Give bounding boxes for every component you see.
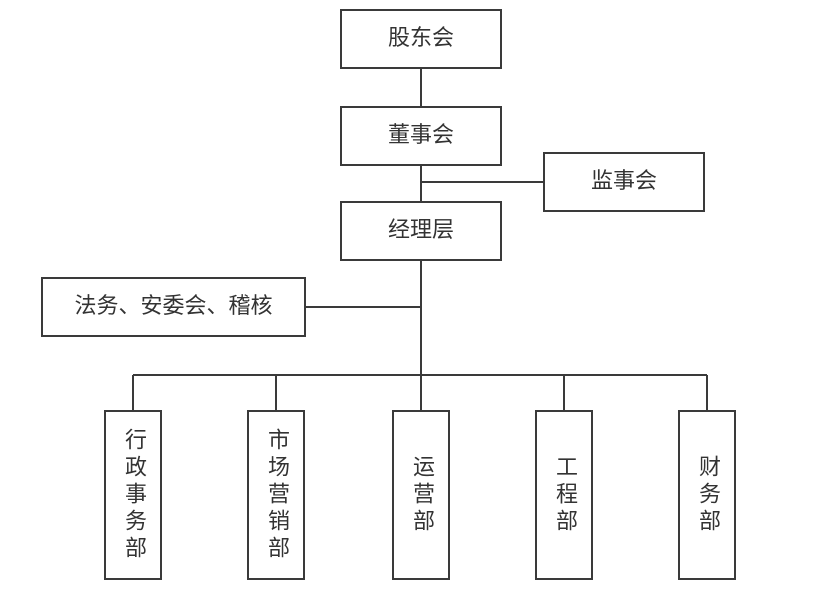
node-department-admin-label: 行政事务部 — [121, 427, 146, 563]
node-management: 经理层 — [340, 201, 502, 261]
node-support-label: 法务、安委会、稽核 — [74, 294, 273, 319]
node-shareholders-label: 股东会 — [387, 26, 454, 51]
node-department-marketing: 市场营销部 — [247, 410, 305, 580]
node-board: 董事会 — [340, 106, 502, 166]
node-department-operations: 运营部 — [392, 410, 450, 580]
node-department-engineering: 工程部 — [535, 410, 593, 580]
node-department-finance-label: 财务部 — [695, 454, 720, 536]
node-department-finance: 财务部 — [678, 410, 736, 580]
node-department-operations-label: 运营部 — [409, 454, 434, 536]
node-board-label: 董事会 — [387, 123, 454, 148]
node-shareholders: 股东会 — [340, 9, 502, 69]
node-supervisory-label: 监事会 — [590, 169, 657, 194]
node-department-marketing-label: 市场营销部 — [264, 427, 289, 563]
node-support: 法务、安委会、稽核 — [41, 277, 306, 337]
node-supervisory: 监事会 — [543, 152, 705, 212]
node-management-label: 经理层 — [387, 218, 454, 243]
node-department-admin: 行政事务部 — [104, 410, 162, 580]
node-department-engineering-label: 工程部 — [552, 454, 577, 536]
